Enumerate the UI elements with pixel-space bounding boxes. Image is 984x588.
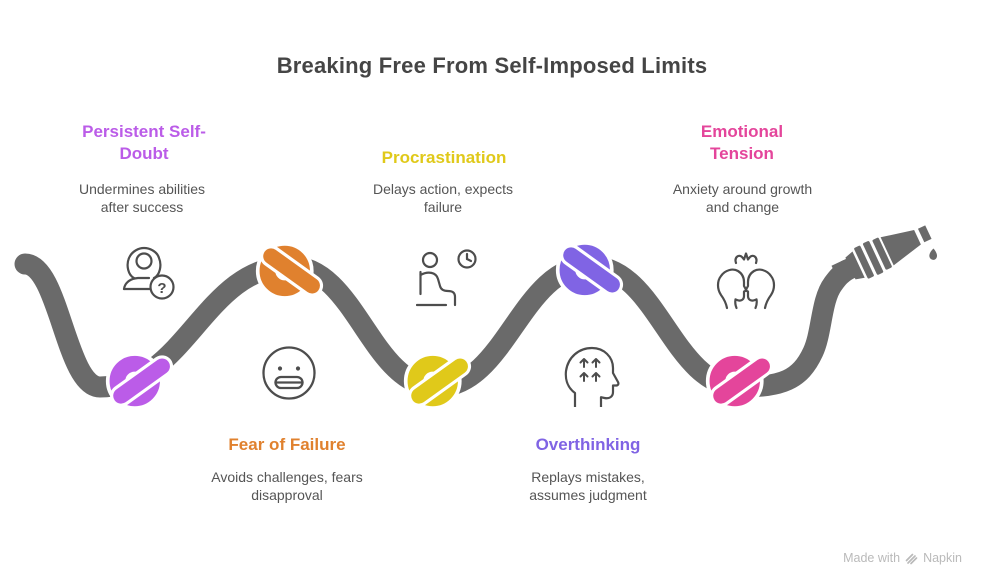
grimace-face-icon (262, 346, 316, 400)
item-desc-procrastination: Delays action, expects failure (372, 181, 514, 215)
knot-pink (717, 364, 762, 399)
item-heading-persistent-self-doubt: Persistent Self-Doubt (82, 122, 206, 163)
hose-nozzle-icon (831, 225, 932, 285)
item-desc-emotional-tension: Anxiety around growth and change (672, 181, 813, 215)
page-title: Breaking Free From Self-Imposed Limits (276, 53, 708, 78)
conflict-heads-icon (716, 252, 776, 310)
knot-yellow (415, 364, 460, 399)
item-heading-procrastination: Procrastination (381, 148, 507, 167)
item-heading-fear-of-failure: Fear of Failure (228, 435, 346, 454)
item-desc-persistent-self-doubt: Undermines abilities after success (78, 181, 206, 215)
napkin-watermark[interactable]: Made with Napkin (843, 551, 962, 565)
item-heading-emotional-tension: Emotional Tension (700, 122, 784, 163)
knot-purple (117, 364, 162, 399)
head-arrows-up-icon (564, 346, 620, 407)
napkin-logo-icon (905, 553, 918, 564)
waiting-person-clock-icon (416, 249, 477, 307)
item-heading-overthinking: Overthinking (535, 435, 641, 454)
item-desc-overthinking: Replays mistakes, assumes judgment (529, 469, 647, 503)
knot-violet (567, 253, 612, 288)
watermark-text: Made with (843, 551, 901, 565)
svg-text:?: ? (157, 280, 166, 297)
knot-orange (267, 254, 312, 289)
item-desc-fear-of-failure: Avoids challenges, fears disapproval (211, 469, 363, 503)
watermark-brand: Napkin (923, 551, 962, 565)
droplet-icon (929, 248, 938, 260)
user-question-icon: ? (122, 246, 175, 300)
